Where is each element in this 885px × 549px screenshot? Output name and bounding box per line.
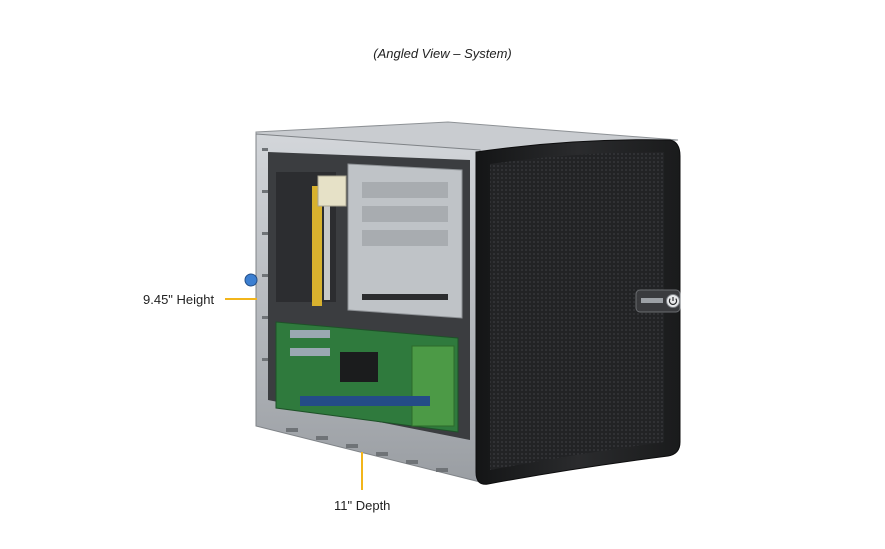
chip bbox=[340, 352, 378, 382]
power-icon-glyph bbox=[668, 297, 678, 305]
drive-bay-slot bbox=[362, 294, 448, 300]
frame-slots bbox=[262, 148, 448, 472]
height-dimension-label: 9.45" Height bbox=[143, 292, 215, 307]
power-cable-bundle bbox=[312, 186, 322, 306]
height-dimension-line bbox=[225, 298, 257, 300]
power-connector bbox=[317, 175, 347, 207]
depth-dimension-line bbox=[361, 452, 363, 490]
view-caption: (Angled View – System) bbox=[373, 46, 512, 61]
pcie-card bbox=[411, 345, 455, 427]
drive-bay-slot bbox=[362, 230, 448, 246]
drive-bay-slot bbox=[362, 206, 448, 222]
drive-bay-slot bbox=[362, 182, 448, 198]
depth-dimension-label: 11" Depth bbox=[334, 498, 391, 513]
connector-row bbox=[300, 396, 430, 406]
brand-logo bbox=[641, 298, 663, 303]
front-mesh bbox=[490, 152, 664, 470]
thumbscrew-knob bbox=[244, 273, 258, 287]
ram-slot bbox=[290, 330, 330, 338]
power-cable-bundle bbox=[324, 190, 330, 300]
ram-slot bbox=[290, 348, 330, 356]
